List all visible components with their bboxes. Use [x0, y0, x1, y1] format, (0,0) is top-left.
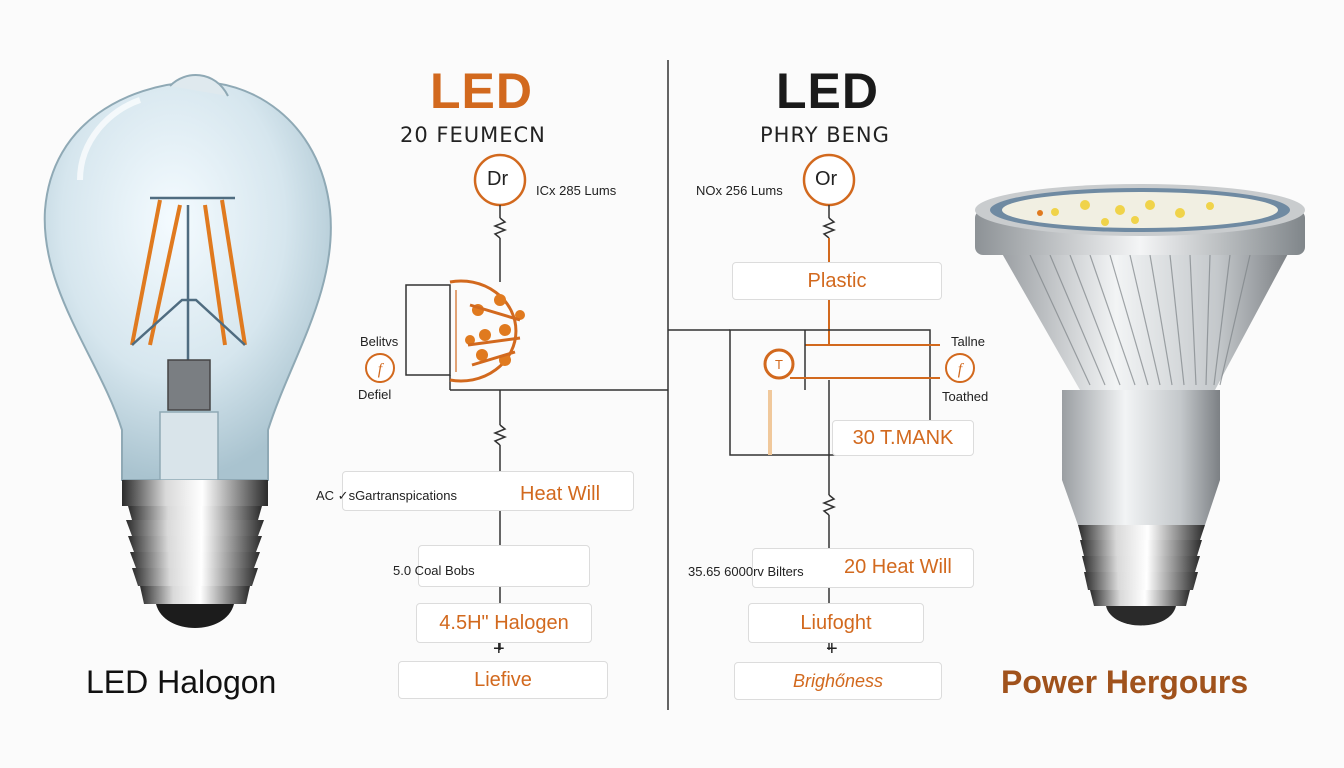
right-box1: Plastic: [732, 262, 942, 300]
left-row1-text: Heat Will: [520, 483, 601, 505]
right-node-top-caption: NOx 256 Lums: [696, 183, 783, 198]
right-plus: +: [826, 638, 838, 660]
left-row2-text: 5.0 Coal Bobs: [393, 563, 475, 578]
right-side-label-bottom: Toathed: [942, 389, 989, 404]
right-row1-text: 20 Heat Will: [844, 556, 952, 578]
right-row1-box: [752, 548, 974, 588]
svg-text:f: f: [378, 361, 385, 378]
left-node-top-label: Dr: [487, 168, 509, 190]
right-panel-title: LED: [776, 63, 879, 119]
led-bulb-illustration: [975, 184, 1305, 626]
right-caption: Power Hergours: [1001, 664, 1249, 700]
halogen-bulb-illustration: [43, 74, 332, 628]
right-box2: 30 T.MANK: [832, 420, 974, 456]
left-row3-box: 4.5H" Halogen: [416, 603, 592, 643]
left-caption: LED Halogon: [86, 664, 277, 700]
left-panel-title: LED: [430, 63, 533, 119]
left-node-top-caption: ICx 285 Lums: [536, 183, 617, 198]
left-row2-box: [418, 545, 590, 587]
left-side-label-bottom: Defiel: [358, 387, 392, 402]
right-row1-prefix: 35.65 6000rv Bilters: [688, 564, 804, 579]
left-panel-subtitle: 20 FEUMECN: [400, 123, 546, 147]
right-node-top-label: Or: [815, 168, 838, 190]
left-row4-box: Liefive: [398, 661, 608, 699]
right-side-label-top: Tallne: [951, 334, 985, 349]
svg-text:f: f: [958, 361, 965, 378]
left-row1-box: [342, 471, 634, 511]
right-row2-box: Liufoght: [748, 603, 924, 643]
left-side-label-top: Belitvs: [360, 334, 399, 349]
svg-text:T: T: [775, 357, 783, 372]
left-plus: +: [493, 638, 505, 660]
left-row1-prefix: AC ✓sGartranspications: [316, 488, 457, 503]
right-row3-box: Brighőness: [734, 662, 942, 700]
right-panel-subtitle: PHRY BENG: [760, 123, 890, 147]
